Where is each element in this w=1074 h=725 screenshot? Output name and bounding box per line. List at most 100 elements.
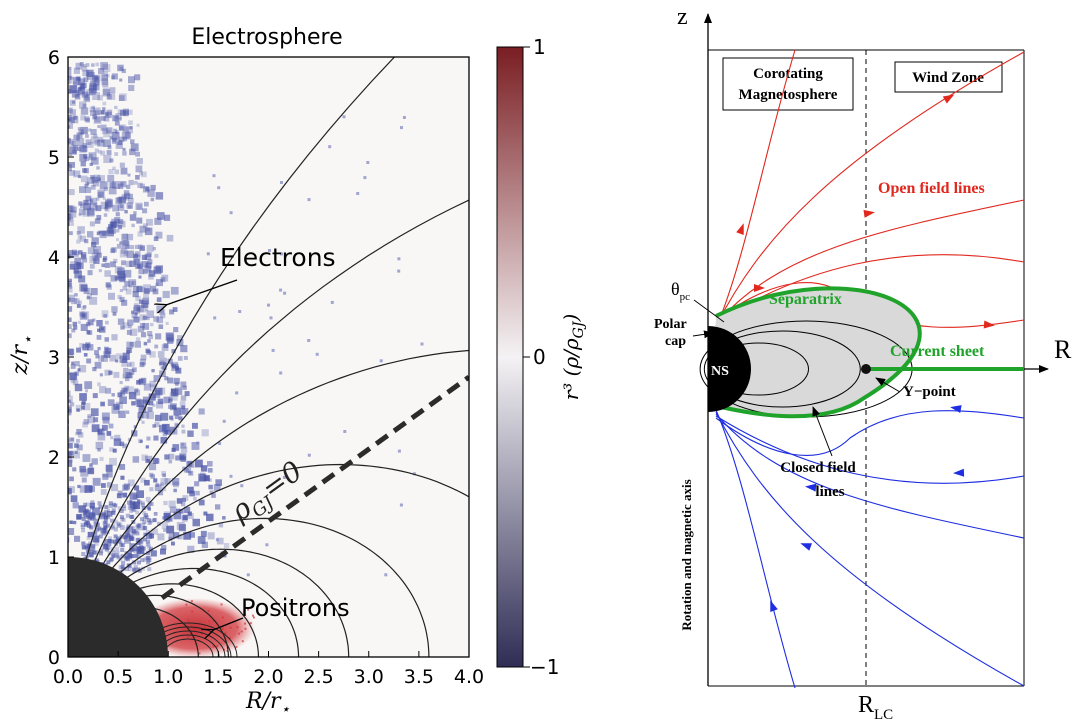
electron-pixel — [80, 323, 88, 331]
electron-pixel — [129, 245, 135, 250]
electron-pixel — [68, 205, 73, 213]
electron-pixel — [92, 107, 101, 116]
electron-pixel — [87, 414, 92, 418]
electron-pixel — [169, 309, 175, 315]
electron-pixel — [90, 516, 94, 521]
electron-pixel — [99, 110, 104, 115]
electron-pixel — [129, 126, 133, 130]
field-direction-arrow — [942, 94, 955, 104]
electron-pixel — [158, 387, 166, 395]
electron-pixel — [137, 551, 142, 556]
electron-pixel — [97, 177, 101, 181]
electron-pixel — [117, 318, 125, 325]
electron-pixel — [198, 408, 205, 415]
electron-pixel — [162, 365, 167, 370]
electron-pixel — [136, 305, 144, 313]
electron-pixel — [96, 335, 102, 340]
electron-pixel — [76, 438, 80, 443]
electron-pixel — [147, 331, 153, 337]
null-surface-line — [160, 374, 469, 601]
electron-pixel — [79, 465, 86, 473]
electron-pixel — [135, 295, 141, 302]
electron-pixel — [119, 78, 123, 82]
electron-pixel — [97, 429, 103, 435]
electron-pixel — [147, 189, 155, 197]
x-tick-label: 1.0 — [153, 666, 183, 688]
electron-pixel — [139, 171, 143, 176]
positron-dot — [240, 630, 243, 633]
electron-pixel — [126, 557, 130, 562]
electron-pixel — [128, 205, 132, 209]
electron-pixel — [59, 525, 67, 533]
electron-pixel — [68, 348, 74, 356]
electron-pixel — [68, 78, 71, 85]
electron-pixel — [131, 401, 136, 406]
electron-pixel — [172, 532, 180, 539]
electron-pixel — [97, 189, 105, 197]
electron-pixel — [146, 436, 151, 441]
electron-pixel — [79, 101, 87, 109]
electron-pixel — [141, 506, 146, 510]
electron-pixel — [120, 248, 127, 254]
electron-pixel — [139, 322, 145, 328]
electron-pixel — [173, 407, 182, 416]
electron-pixel — [116, 493, 122, 499]
electron-pixel — [82, 69, 89, 77]
electron-pixel — [68, 357, 70, 363]
electron-pixel — [142, 269, 148, 275]
electron-pixel — [72, 451, 80, 459]
electron-pixel — [83, 521, 88, 526]
electron-pixel — [87, 516, 92, 521]
electron-pixel — [108, 501, 113, 506]
electron-pixel — [126, 528, 131, 532]
electron-pixel — [170, 286, 179, 295]
x-tick-label: 4.0 — [454, 666, 484, 688]
electron-pixel — [68, 217, 74, 223]
electron-pixel — [127, 173, 131, 177]
electron-pixel — [118, 196, 126, 204]
electron-pixel — [176, 508, 181, 513]
electron-pixel — [135, 202, 143, 210]
electron-pixel — [176, 498, 183, 504]
electron-pixel — [107, 174, 115, 182]
electron-pixel — [91, 242, 97, 248]
electron-pixel — [134, 341, 141, 348]
electron-pixel — [69, 146, 77, 154]
electron-pixel — [206, 513, 214, 522]
electron-pixel — [91, 512, 96, 517]
electron-pixel — [180, 409, 186, 415]
electron-pixel — [94, 139, 101, 146]
electron-pixel — [164, 430, 169, 435]
electron-pixel — [103, 155, 112, 163]
electron-pixel — [71, 297, 78, 305]
electron-pixel — [93, 246, 101, 254]
electron-pixel — [203, 511, 208, 516]
electron-pixel — [96, 522, 100, 527]
electron-pixel — [82, 154, 88, 159]
electron-pixel — [68, 488, 72, 495]
electron-pixel — [142, 303, 148, 309]
electron-pixel — [110, 87, 116, 93]
electron-pixel — [97, 448, 101, 452]
electron-pixel — [146, 532, 153, 540]
electron-pixel — [134, 302, 139, 308]
electron-pixel — [193, 496, 197, 501]
electron-pixel — [141, 254, 147, 260]
electron-pixel — [123, 251, 129, 256]
electron-pixel — [82, 209, 90, 217]
electron-pixel — [90, 185, 96, 190]
electron-pixel — [93, 531, 98, 536]
positron-dot — [185, 603, 188, 606]
electron-pixel — [177, 534, 183, 540]
electron-pixel — [194, 481, 200, 487]
electron-pixel — [69, 170, 75, 176]
sparse-dot — [402, 116, 406, 119]
electron-pixel — [68, 70, 72, 79]
electron-pixel — [115, 212, 120, 217]
electron-pixel — [187, 511, 192, 516]
electron-pixel — [115, 229, 120, 233]
electron-pixel — [136, 380, 141, 385]
electron-pixel — [139, 245, 145, 251]
electron-pixel — [68, 348, 75, 355]
electron-pixel — [89, 511, 94, 516]
